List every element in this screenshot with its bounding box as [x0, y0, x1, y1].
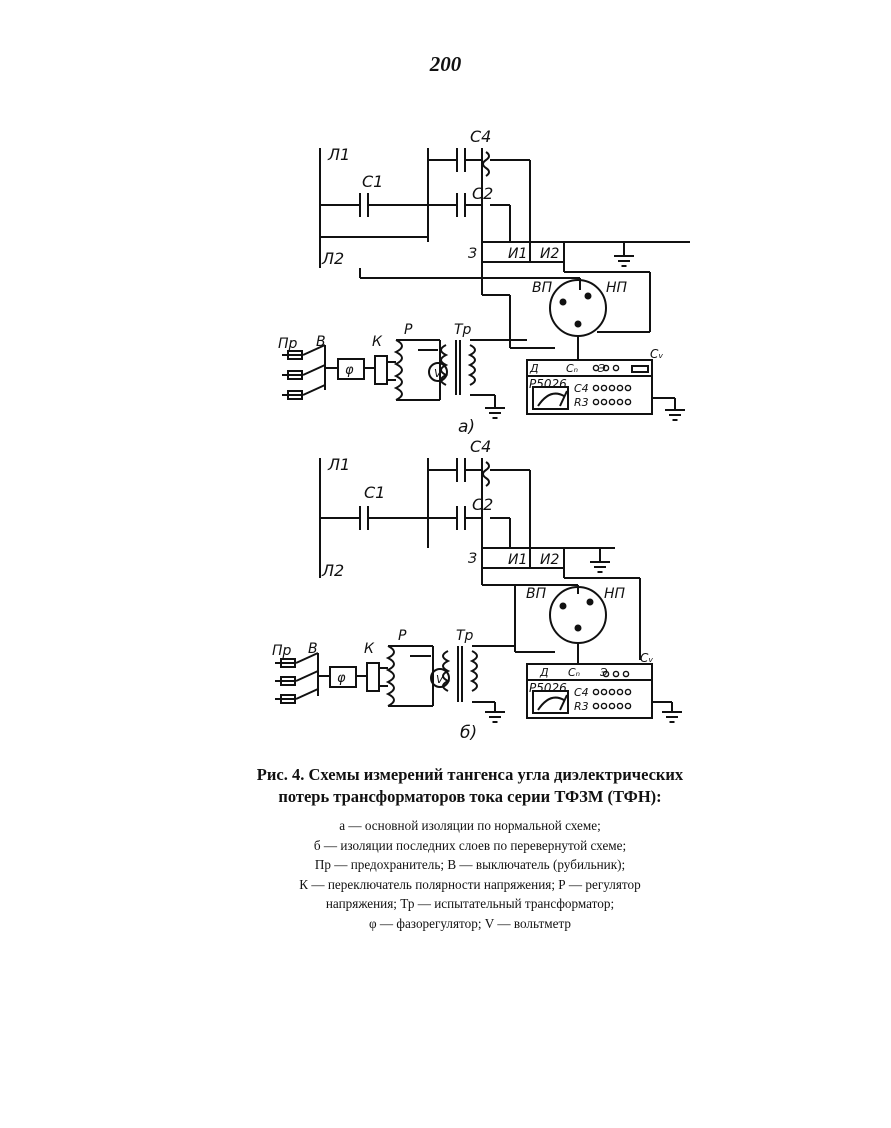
legend-line: б — изоляции последних слоев по переверн… [313, 837, 627, 853]
label-k: К [364, 641, 375, 657]
caption-title-line-1: Рис. 4. Схемы измерений тангенса угла ди… [256, 765, 684, 784]
figure-a-scheme [282, 148, 690, 421]
label-z: З [468, 551, 477, 567]
figure-b-scheme [275, 458, 683, 723]
label-l1: Л1 [327, 455, 350, 474]
label-c2: С2 [472, 495, 493, 514]
label-l2: Л2 [321, 561, 344, 580]
label-c1: С1 [362, 172, 383, 191]
label-cv: Сᵥ [640, 651, 653, 665]
legend-line: φ — фазорегулятор; V — вольтметр [369, 915, 571, 931]
label-l2: Л2 [321, 249, 344, 268]
label-np: НП [606, 280, 628, 296]
caption-legend: а — основной изоляции по нормальной схем… [220, 816, 720, 933]
label-c4: С4 [470, 437, 491, 456]
legend-line: Пр — предохранитель; В — выключатель (ру… [314, 857, 626, 872]
label-d: Д [529, 362, 539, 375]
figure-caption: Рис. 4. Схемы измерений тангенса угла ди… [220, 764, 720, 933]
label-r3-dials: R3 [574, 396, 589, 409]
label-cn: Сₙ [566, 362, 578, 375]
label-r: Р [398, 628, 407, 644]
label-z: З [468, 246, 477, 262]
legend-line: К — переключатель полярности напряжения;… [299, 876, 641, 892]
label-vp: ВП [532, 280, 553, 296]
legend-line: напряжения; Тр — испытательный трансформ… [325, 896, 615, 911]
label-e: Э [597, 362, 606, 375]
label-voltmeter: V [436, 673, 445, 686]
legend-line: а — основной изоляции по нормальной схем… [339, 818, 601, 833]
label-i2: И2 [540, 246, 559, 262]
caption-title-line-2: потерь трансформаторов тока серии ТФЗМ (… [278, 787, 662, 806]
label-k: К [372, 334, 383, 350]
label-r3-dials: R3 [574, 700, 589, 713]
label-r: Р [404, 322, 413, 338]
label-v: В [316, 334, 326, 350]
label-l1: Л1 [327, 145, 350, 164]
label-phi: φ [345, 363, 354, 378]
figure-b-labels: Л1 Л2 С1 С4 С2 З И1 И2 ВП НП Пр В К Р Тр… [272, 437, 653, 743]
label-c2: С2 [472, 184, 493, 203]
label-tr: Тр [454, 322, 472, 338]
label-i2: И2 [540, 552, 559, 568]
label-bridge-model: Р5026 [529, 377, 567, 391]
label-vp: ВП [526, 586, 547, 602]
label-pr: Пр [272, 643, 292, 659]
label-c4: С4 [470, 127, 491, 146]
panel-label-b: б) [460, 723, 477, 743]
label-i1: И1 [508, 552, 527, 568]
label-np: НП [604, 586, 626, 602]
label-c4-dials: С4 [574, 382, 589, 395]
label-voltmeter: V [434, 367, 443, 380]
panel-label-a: а) [458, 417, 475, 437]
label-d: Д [539, 666, 549, 679]
label-pr: Пр [278, 336, 298, 352]
label-tr: Тр [456, 628, 474, 644]
page-number: 200 [429, 52, 462, 76]
label-c1: С1 [364, 483, 385, 502]
label-c4-dials: С4 [574, 686, 589, 699]
label-i1: И1 [508, 246, 527, 262]
figure-a-labels: Л1 Л2 С1 С4 С2 З И1 И2 ВП НП Пр В К Р Тр… [278, 127, 663, 437]
label-cv: Сᵥ [650, 347, 663, 361]
label-cn: Сₙ [568, 666, 580, 679]
label-v: В [308, 641, 318, 657]
label-bridge-model: Р5026 [529, 681, 567, 695]
label-phi: φ [337, 671, 346, 686]
